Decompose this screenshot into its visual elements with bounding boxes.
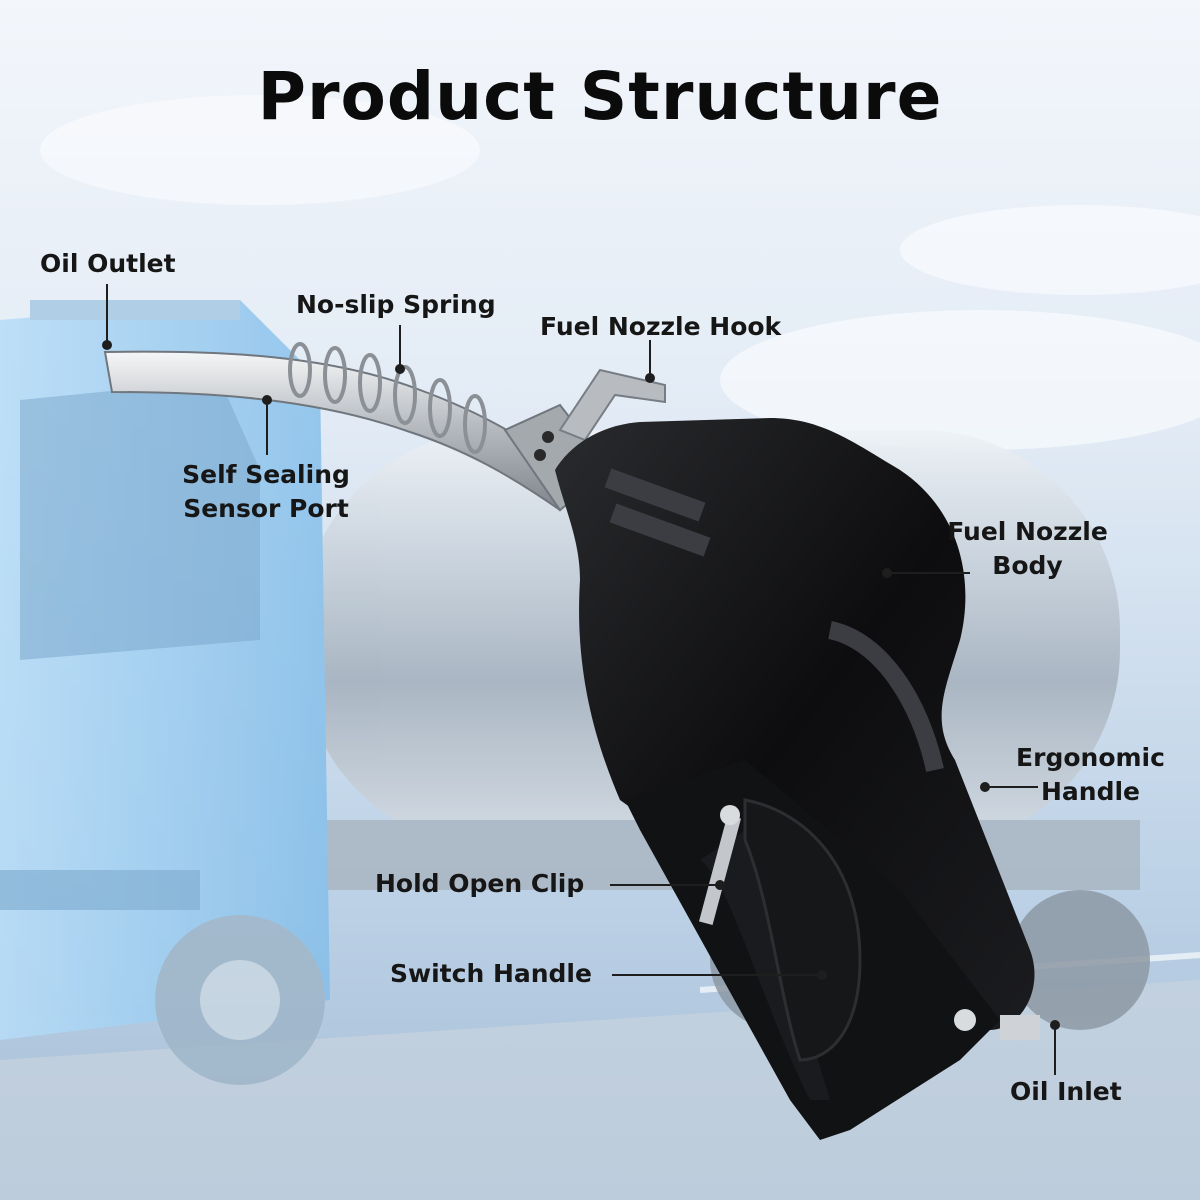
label-line: Body [992,551,1063,580]
truck-hub [200,960,280,1040]
label-line: Fuel Nozzle [947,517,1108,546]
label-fuel-nozzle-hook: Fuel Nozzle Hook [540,312,782,341]
pivot-bolt [954,1009,976,1031]
label-oil-outlet: Oil Outlet [40,249,176,278]
body-highlight [609,503,711,557]
sensor-port-hole [534,449,546,461]
body-highlight [604,468,706,522]
label-hold-open-clip: Hold Open Clip [375,869,585,898]
truck-roof-bar [30,300,240,320]
label-oil-inlet: Oil Inlet [1010,1077,1122,1106]
dot-fuel-nozzle-hook [645,373,655,383]
no-slip-spring-coils [288,342,487,454]
dot-oil-inlet [1050,1020,1060,1030]
label-line: Self Sealing [182,460,350,489]
cloud [40,95,480,205]
truck-windshield [20,380,260,660]
dot-oil-outlet [102,340,112,350]
fuel-nozzle-body-shape [555,418,1035,1030]
dot-self-sealing [262,395,272,405]
cloud [720,310,1200,450]
fuel-nozzle [103,342,1040,1140]
clip-pin [720,805,740,825]
label-switch-handle: Switch Handle [390,959,592,988]
label-fuel-nozzle-body: Fuel Nozzle Body [935,515,1120,583]
dot-switch-handle [817,970,827,980]
label-ergonomic-handle: Ergonomic Handle [1008,741,1173,809]
label-line: Handle [1040,777,1140,806]
dot-fuel-nozzle-body [882,568,892,578]
label-line: Ergonomic [1016,743,1165,772]
page-title: Product Structure [257,58,943,135]
label-line: Sensor Port [183,494,349,523]
callout-leaders [102,284,1060,1075]
dot-ergonomic-handle [980,782,990,792]
switch-handle-lever [743,798,862,1062]
dot-no-slip-spring [395,364,405,374]
dot-hold-open-clip [715,880,725,890]
label-no-slip-spring: No-slip Spring [296,290,496,319]
oil-inlet-port [1000,1015,1040,1040]
truck-cab [0,300,330,1040]
body-highlight [827,621,944,772]
cloud [900,205,1200,295]
hold-open-clip-shape [699,815,741,925]
sensor-port-hole [542,431,554,443]
truck-wheel [1010,890,1150,1030]
truck-bumper [0,870,200,910]
label-self-sealing-sensor-port: Self Sealing Sensor Port [168,458,364,526]
